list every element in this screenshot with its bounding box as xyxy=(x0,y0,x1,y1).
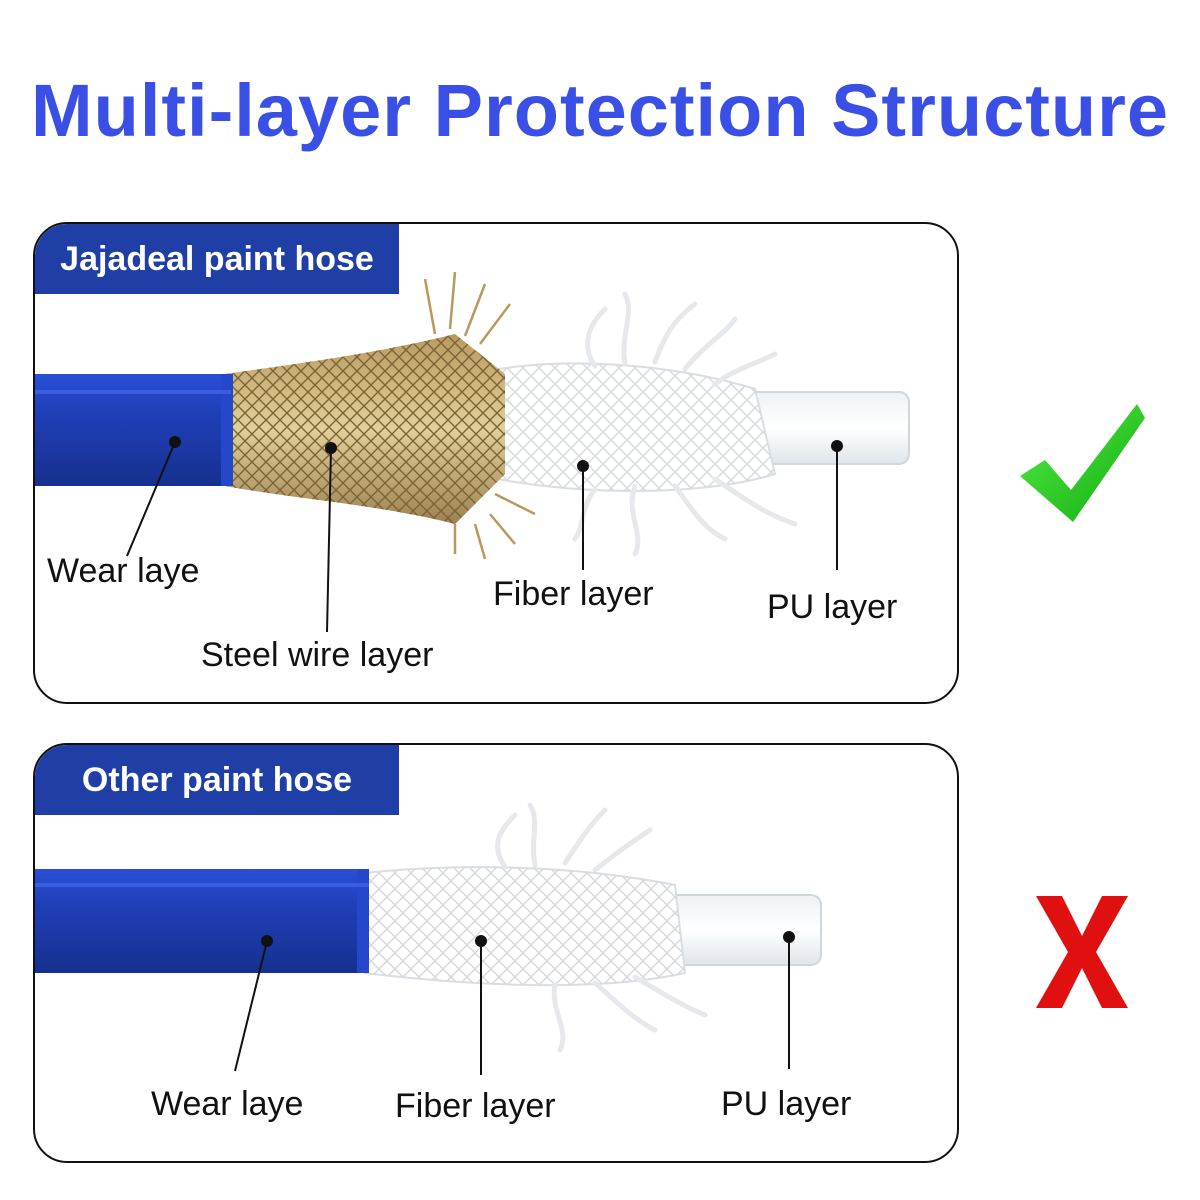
wear-layer-label: Wear laye xyxy=(47,552,200,590)
jajadeal-hose-illustration xyxy=(35,271,910,633)
fiber-layer-label: Fiber layer xyxy=(395,1087,556,1125)
other-hose-illustration xyxy=(35,802,822,1075)
jajadeal-hose-tag: Jajadeal paint hose xyxy=(35,224,399,294)
other-hose-panel: Other paint hose Wear laye Fiber layer P… xyxy=(33,743,959,1163)
wear-layer-label: Wear laye xyxy=(151,1085,304,1123)
steel-wire-layer-label: Steel wire layer xyxy=(201,636,434,674)
jajadeal-hose-panel: Jajadeal paint hose Wear laye Steel wire… xyxy=(33,222,959,704)
pu-layer-label: PU layer xyxy=(767,588,898,626)
other-hose-tag: Other paint hose xyxy=(35,745,399,815)
cross-icon xyxy=(1036,896,1128,1008)
check-icon xyxy=(1020,404,1145,522)
page-title: Multi-layer Protection Structure xyxy=(30,69,1170,152)
pu-layer-label: PU layer xyxy=(721,1085,852,1123)
fiber-layer-label: Fiber layer xyxy=(493,575,654,613)
